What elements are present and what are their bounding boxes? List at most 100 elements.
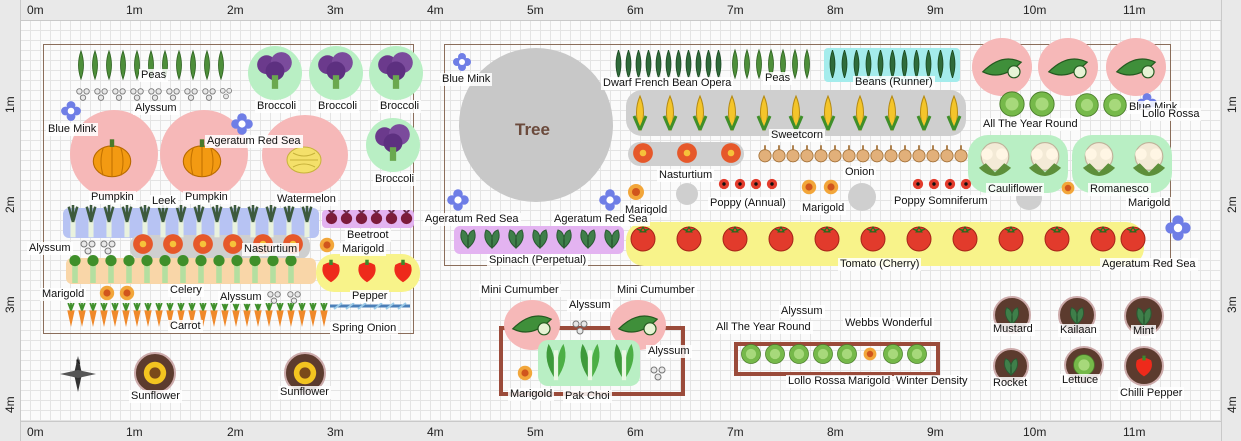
label-alyssum: Alyssum xyxy=(779,305,825,318)
label-alyssum: Alyssum xyxy=(27,242,73,255)
label-alyssum: Alyssum xyxy=(218,291,264,304)
label-pumpkin: Pumpkin xyxy=(89,191,136,204)
zone[interactable] xyxy=(848,183,876,211)
ruler-bottom: 0m 1m 2m 3m 4m 5m 6m 7m 8m 9m 10m 11m xyxy=(0,421,1241,441)
label-broccoli: Broccoli xyxy=(255,100,299,113)
cucumber-icon[interactable] xyxy=(1044,55,1092,79)
label-all-the-year-round: All The Year Round xyxy=(981,118,1080,131)
left-bed[interactable] xyxy=(43,44,414,334)
ruler-bottom-tick: 2m xyxy=(227,425,244,439)
sunflower-pot[interactable] xyxy=(134,352,176,394)
celery-row[interactable] xyxy=(68,255,318,285)
label-beetroot: Beetroot xyxy=(345,229,391,242)
label-onion: Onion xyxy=(843,166,877,179)
poppy-somniferum-row[interactable] xyxy=(912,178,974,192)
broccoli-icon[interactable] xyxy=(315,50,357,92)
cucumber-icon[interactable] xyxy=(1112,55,1160,79)
nasturtium-row[interactable] xyxy=(632,142,742,166)
cauliflower-row[interactable] xyxy=(972,138,1072,186)
beetroot-row[interactable] xyxy=(324,210,414,228)
chilli-pepper-pot[interactable] xyxy=(1124,346,1164,386)
label-celery: Celery xyxy=(168,284,204,297)
label-leek: Leek xyxy=(150,195,178,208)
label-lollo-rossa: Lollo Rossa xyxy=(1140,108,1202,121)
lettuce-row[interactable] xyxy=(740,343,930,367)
label-lettuce: Lettuce xyxy=(1060,374,1101,387)
marigold-zone[interactable] xyxy=(676,183,698,205)
flower-icon[interactable] xyxy=(60,100,82,122)
label-mint: Mint xyxy=(1131,325,1156,338)
spinach-row[interactable] xyxy=(456,226,624,252)
label-winter-density: Winter Density xyxy=(894,375,970,388)
pak-choi-row[interactable] xyxy=(540,338,640,386)
ruler-left: 1m 2m 3m 4m xyxy=(0,0,21,441)
label-pumpkin: Pumpkin xyxy=(183,191,230,204)
tomato-row[interactable] xyxy=(628,222,1148,254)
ruler-top-tick: 5m xyxy=(527,3,544,17)
label-mini-cucumber: Mini Cumumber xyxy=(479,284,561,297)
marigold-icon[interactable] xyxy=(1060,180,1076,196)
broccoli-icon[interactable] xyxy=(254,50,296,92)
label-romanesco: Romanesco xyxy=(1088,183,1151,196)
ruler-top: 0m 1m 2m 3m 4m 5m 6m 7m 8m 9m 10m 11m xyxy=(0,0,1241,21)
ruler-bottom-tick: 9m xyxy=(927,425,944,439)
flower-icon[interactable] xyxy=(446,188,470,212)
cucumber-icon[interactable] xyxy=(614,312,662,336)
raised-bed-brick[interactable] xyxy=(734,342,940,376)
marigold-icon[interactable] xyxy=(318,236,336,254)
label-kailaan: Kailaan xyxy=(1058,324,1099,337)
label-alyssum: Alyssum xyxy=(646,345,692,358)
ruler-bottom-tick: 7m xyxy=(727,425,744,439)
romanesco-row[interactable] xyxy=(1076,138,1176,186)
ruler-bottom-tick: 11m xyxy=(1123,425,1146,439)
marigold-icon[interactable] xyxy=(516,364,534,382)
pepper-row[interactable] xyxy=(318,258,418,288)
label-watermelon: Watermelon xyxy=(275,193,338,206)
sweetcorn-row[interactable] xyxy=(630,92,970,134)
label-spinach: Spinach (Perpetual) xyxy=(487,254,589,267)
label-tree: Tree xyxy=(515,120,550,139)
flower-icon[interactable] xyxy=(1164,214,1192,242)
flower-icon[interactable] xyxy=(598,188,622,212)
pumpkin-icon[interactable] xyxy=(90,136,134,180)
lollo-rossa-row[interactable] xyxy=(1074,92,1130,118)
label-poppy-somniferum: Poppy Somniferum xyxy=(892,195,990,208)
label-ageratum: Ageratum Red Sea xyxy=(1100,258,1198,271)
ruler-top-tick: 10m xyxy=(1023,3,1047,17)
label-cauliflower: Cauliflower xyxy=(986,183,1045,196)
label-ageratum: Ageratum Red Sea xyxy=(205,135,303,148)
marigold-patch[interactable] xyxy=(800,178,842,198)
marigold-patch[interactable] xyxy=(98,284,138,304)
ruler-left-tick: 3m xyxy=(3,296,17,313)
flower-icon[interactable] xyxy=(230,112,254,136)
alyssum-patch[interactable] xyxy=(570,318,590,338)
label-ageratum: Ageratum Red Sea xyxy=(423,213,521,226)
label-mustard: Mustard xyxy=(991,323,1035,336)
cabbage-row[interactable] xyxy=(998,90,1058,118)
broccoli-icon[interactable] xyxy=(375,50,417,92)
marigold-icon[interactable] xyxy=(626,182,646,202)
label-spring-onion: Spring Onion xyxy=(330,322,399,335)
poppy-row[interactable] xyxy=(718,178,780,192)
label-pak-choi: Pak Choi xyxy=(563,390,612,403)
label-peas: Peas xyxy=(139,69,169,82)
label-dwarf-french-bean: Dwarf French Bean Opera xyxy=(601,77,734,90)
alyssum-patch[interactable] xyxy=(648,364,668,384)
onion-row[interactable] xyxy=(758,145,968,167)
label-marigold: Marigold xyxy=(846,375,893,388)
label-ageratum: Ageratum Red Sea xyxy=(552,213,650,226)
ruler-top-tick: 3m xyxy=(327,3,344,17)
cucumber-icon[interactable] xyxy=(978,55,1026,79)
ruler-top-tick: 6m xyxy=(627,3,644,17)
ruler-bottom-tick: 5m xyxy=(527,425,544,439)
label-sunflower: Sunflower xyxy=(278,386,331,399)
flower-icon[interactable] xyxy=(452,52,472,72)
broccoli-icon[interactable] xyxy=(372,122,414,164)
ruler-right-tick: 2m xyxy=(1225,196,1239,213)
ruler-left-tick: 1m xyxy=(3,96,17,113)
cucumber-icon[interactable] xyxy=(508,312,556,336)
dwarf-bean-row[interactable] xyxy=(614,50,724,80)
label-blue-mink: Blue Mink xyxy=(440,73,493,86)
label-webbs-wonderful: Webbs Wonderful xyxy=(843,317,935,330)
